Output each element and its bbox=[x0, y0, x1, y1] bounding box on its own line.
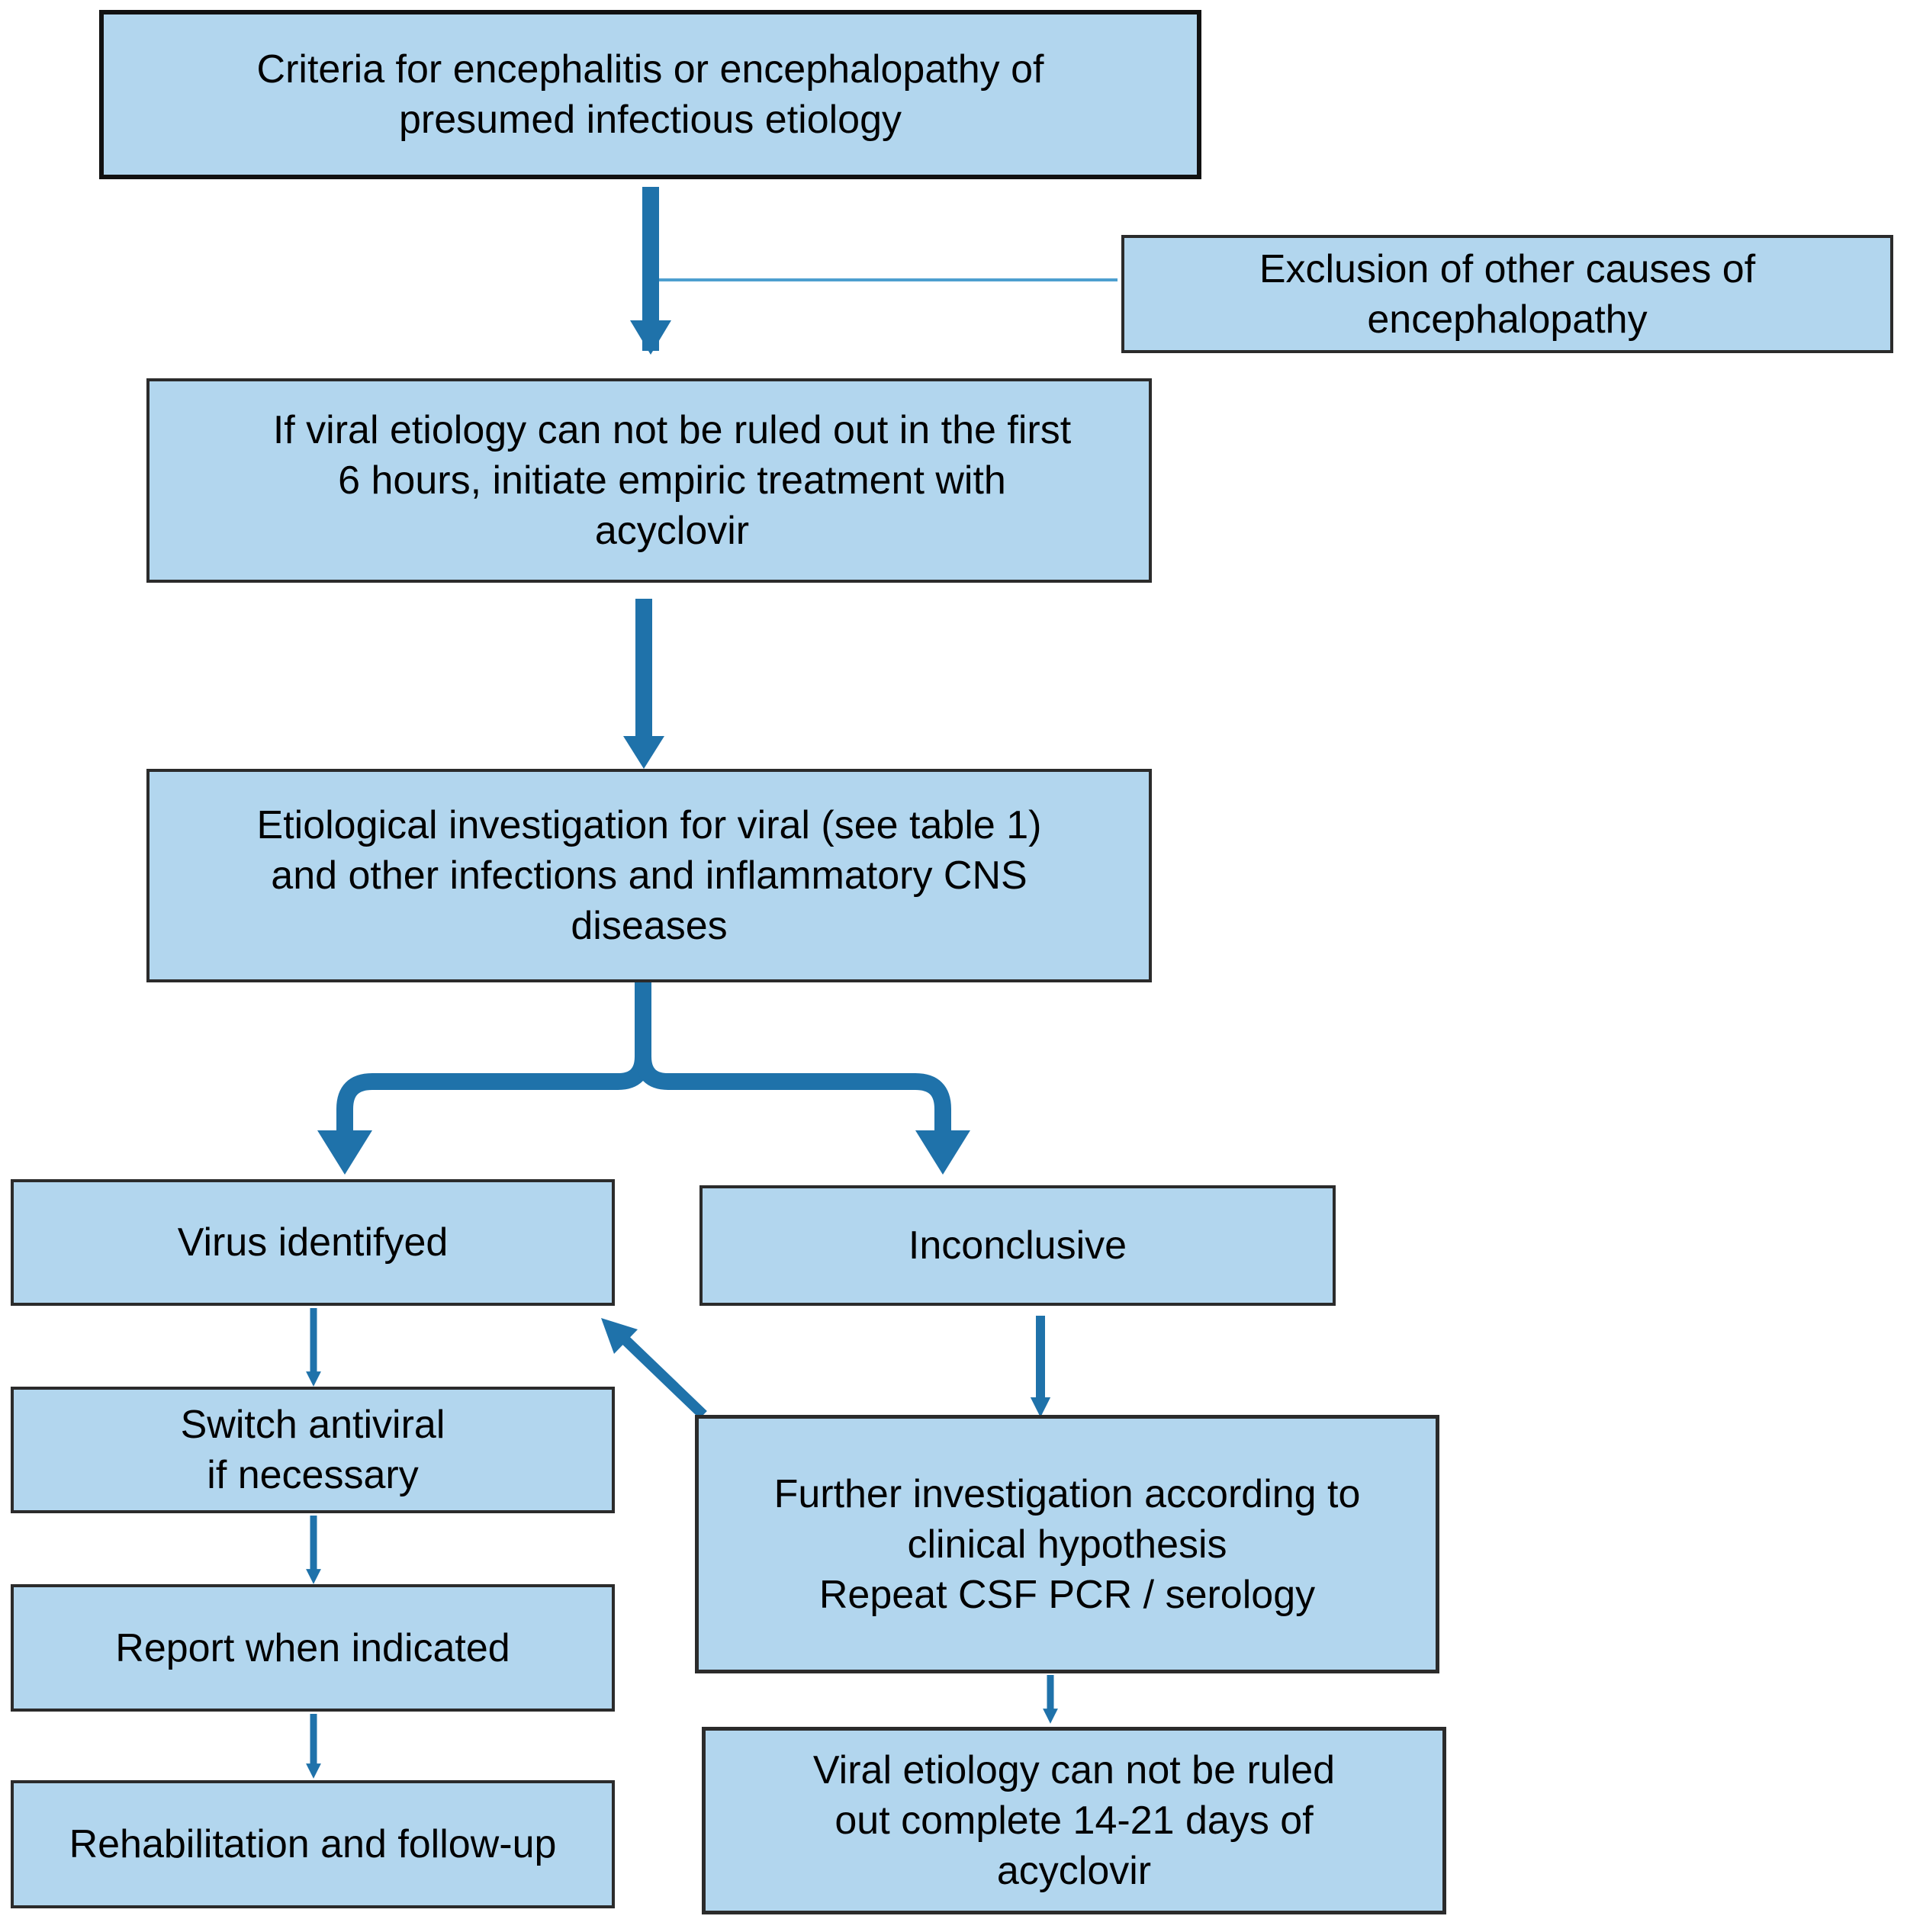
exclusion-text: Exclusion of other causes of encephalopa… bbox=[1259, 246, 1756, 342]
etiological-investigation-text: Etiological investigation for viral (see… bbox=[256, 803, 1042, 948]
further-investigation-text: Further investigation according to clini… bbox=[773, 1471, 1361, 1617]
empiric-treatment-text: If viral etiology can not be ruled out i… bbox=[272, 408, 1072, 553]
arrow-empiric-to-investigation bbox=[623, 599, 664, 769]
inconclusive-text: Inconclusive bbox=[908, 1223, 1127, 1268]
switch-antiviral-text: Switch antiviral if necessary bbox=[180, 1403, 445, 1497]
complete-acyclovir-text: Viral etiology can not be ruled out comp… bbox=[812, 1748, 1336, 1893]
etiological-investigation-box: Etiological investigation for viral (see… bbox=[146, 769, 1152, 982]
rehabilitation-text: Rehabilitation and follow-up bbox=[69, 1822, 557, 1866]
empiric-treatment-box: If viral etiology can not be ruled out i… bbox=[146, 378, 1152, 583]
report-text: Report when indicated bbox=[115, 1625, 510, 1670]
report-box: Report when indicated bbox=[11, 1584, 615, 1712]
further-investigation-box: Further investigation according to clini… bbox=[695, 1415, 1439, 1673]
switch-antiviral-box: Switch antiviral if necessary bbox=[11, 1387, 615, 1513]
arrow-further-to-virus bbox=[601, 1318, 707, 1419]
arrow-investigation-split bbox=[317, 982, 970, 1175]
exclusion-box: Exclusion of other causes of encephalopa… bbox=[1121, 235, 1893, 353]
complete-acyclovir-box: Viral etiology can not be ruled out comp… bbox=[702, 1727, 1446, 1914]
virus-identified-text: Virus identifyed bbox=[177, 1220, 449, 1265]
arrow-criteria-to-empiric bbox=[630, 187, 671, 355]
virus-identified-box: Virus identifyed bbox=[11, 1179, 615, 1306]
rehabilitation-box: Rehabilitation and follow-up bbox=[11, 1780, 615, 1908]
criteria-text: Criteria for encephalitis or encephalopa… bbox=[256, 47, 1044, 142]
criteria-box: Criteria for encephalitis or encephalopa… bbox=[99, 10, 1201, 179]
inconclusive-box: Inconclusive bbox=[699, 1185, 1336, 1306]
